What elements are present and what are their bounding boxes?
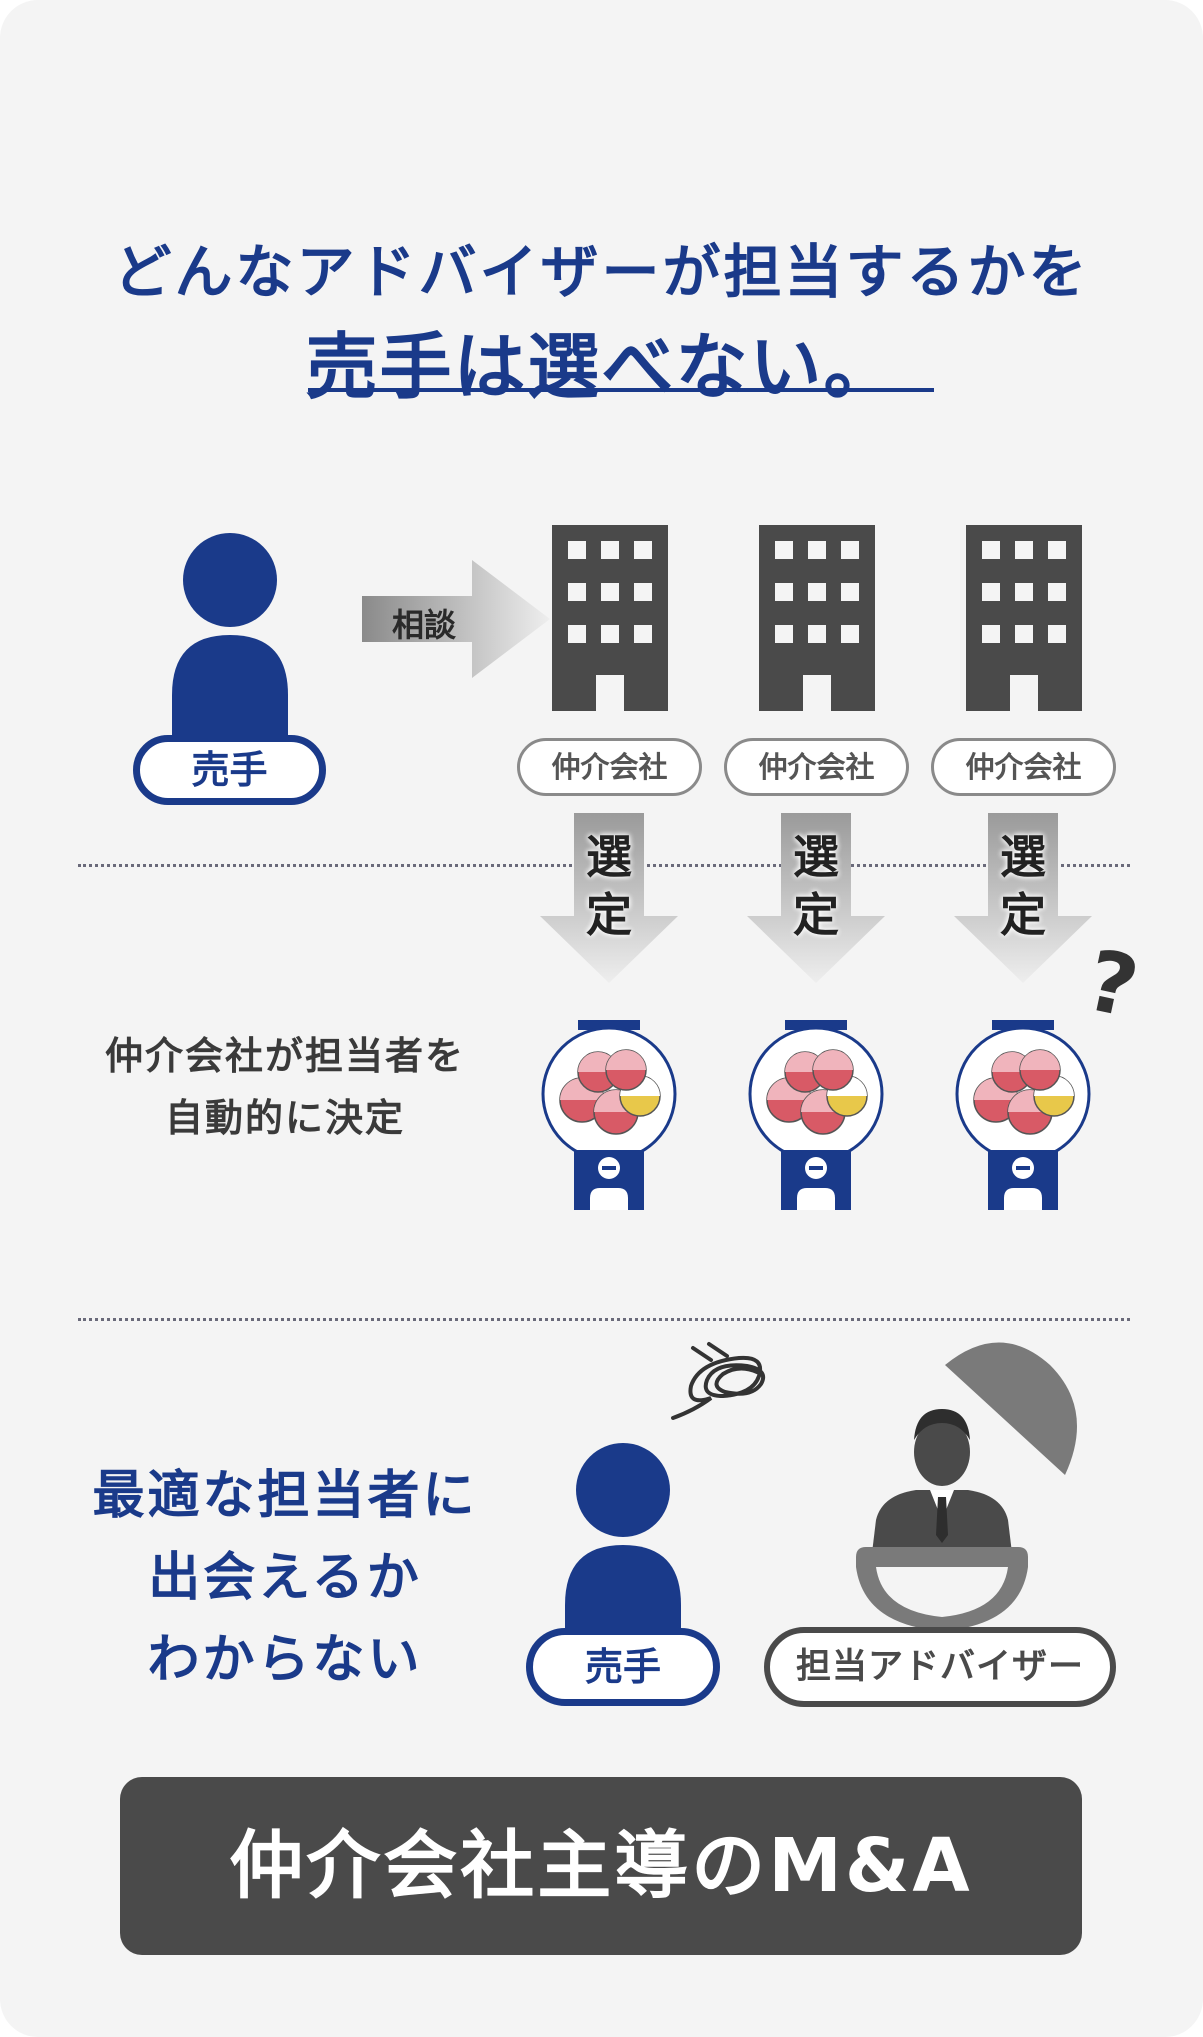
advisor-label: 担当アドバイザー: [764, 1627, 1116, 1707]
scribble-icon: [671, 1342, 766, 1420]
gacha-machine-icon: [748, 1020, 884, 1210]
gacha-machine-icon: [541, 1020, 677, 1210]
select-label: 選 定: [1000, 830, 1046, 942]
company-label: 仲介会社: [931, 738, 1116, 796]
select-arrow-icon: [954, 813, 1092, 983]
auto-assign-text: 仲介会社が担当者を 自動的に決定: [104, 1034, 465, 1140]
seller-person-icon: [172, 533, 288, 750]
consult-label: 相談: [392, 606, 457, 644]
consult-arrow-icon: [362, 560, 550, 678]
building-icon: [966, 525, 1082, 711]
businessman-icon: [856, 1342, 1077, 1631]
summary-banner: 仲介会社主導のM&A: [120, 1777, 1082, 1955]
headline-underline: [308, 388, 934, 392]
company-label: 仲介会社: [517, 738, 702, 796]
summary-banner-text: 仲介会社主導のM&A: [229, 1823, 973, 1909]
section-divider: [78, 1318, 1130, 1321]
select-arrow-icon: [540, 813, 678, 983]
gacha-machine-icon: [955, 1020, 1091, 1210]
select-label: 選 定: [586, 830, 632, 942]
seller-person-icon: [565, 1443, 681, 1660]
building-icon: [759, 525, 875, 711]
seller-label: 売手: [133, 735, 326, 805]
headline-line-2: 売手は選べない。: [305, 325, 898, 409]
select-arrow-icon: [747, 813, 885, 983]
seller-label: 売手: [526, 1628, 720, 1706]
select-label: 選 定: [793, 830, 839, 942]
company-label: 仲介会社: [724, 738, 909, 796]
uncertain-text: 最適な担当者に 出会えるか わからない: [92, 1466, 478, 1690]
building-icon: [552, 525, 668, 711]
headline-line-1: どんなアドバイザーが担当するかを: [113, 238, 1090, 306]
